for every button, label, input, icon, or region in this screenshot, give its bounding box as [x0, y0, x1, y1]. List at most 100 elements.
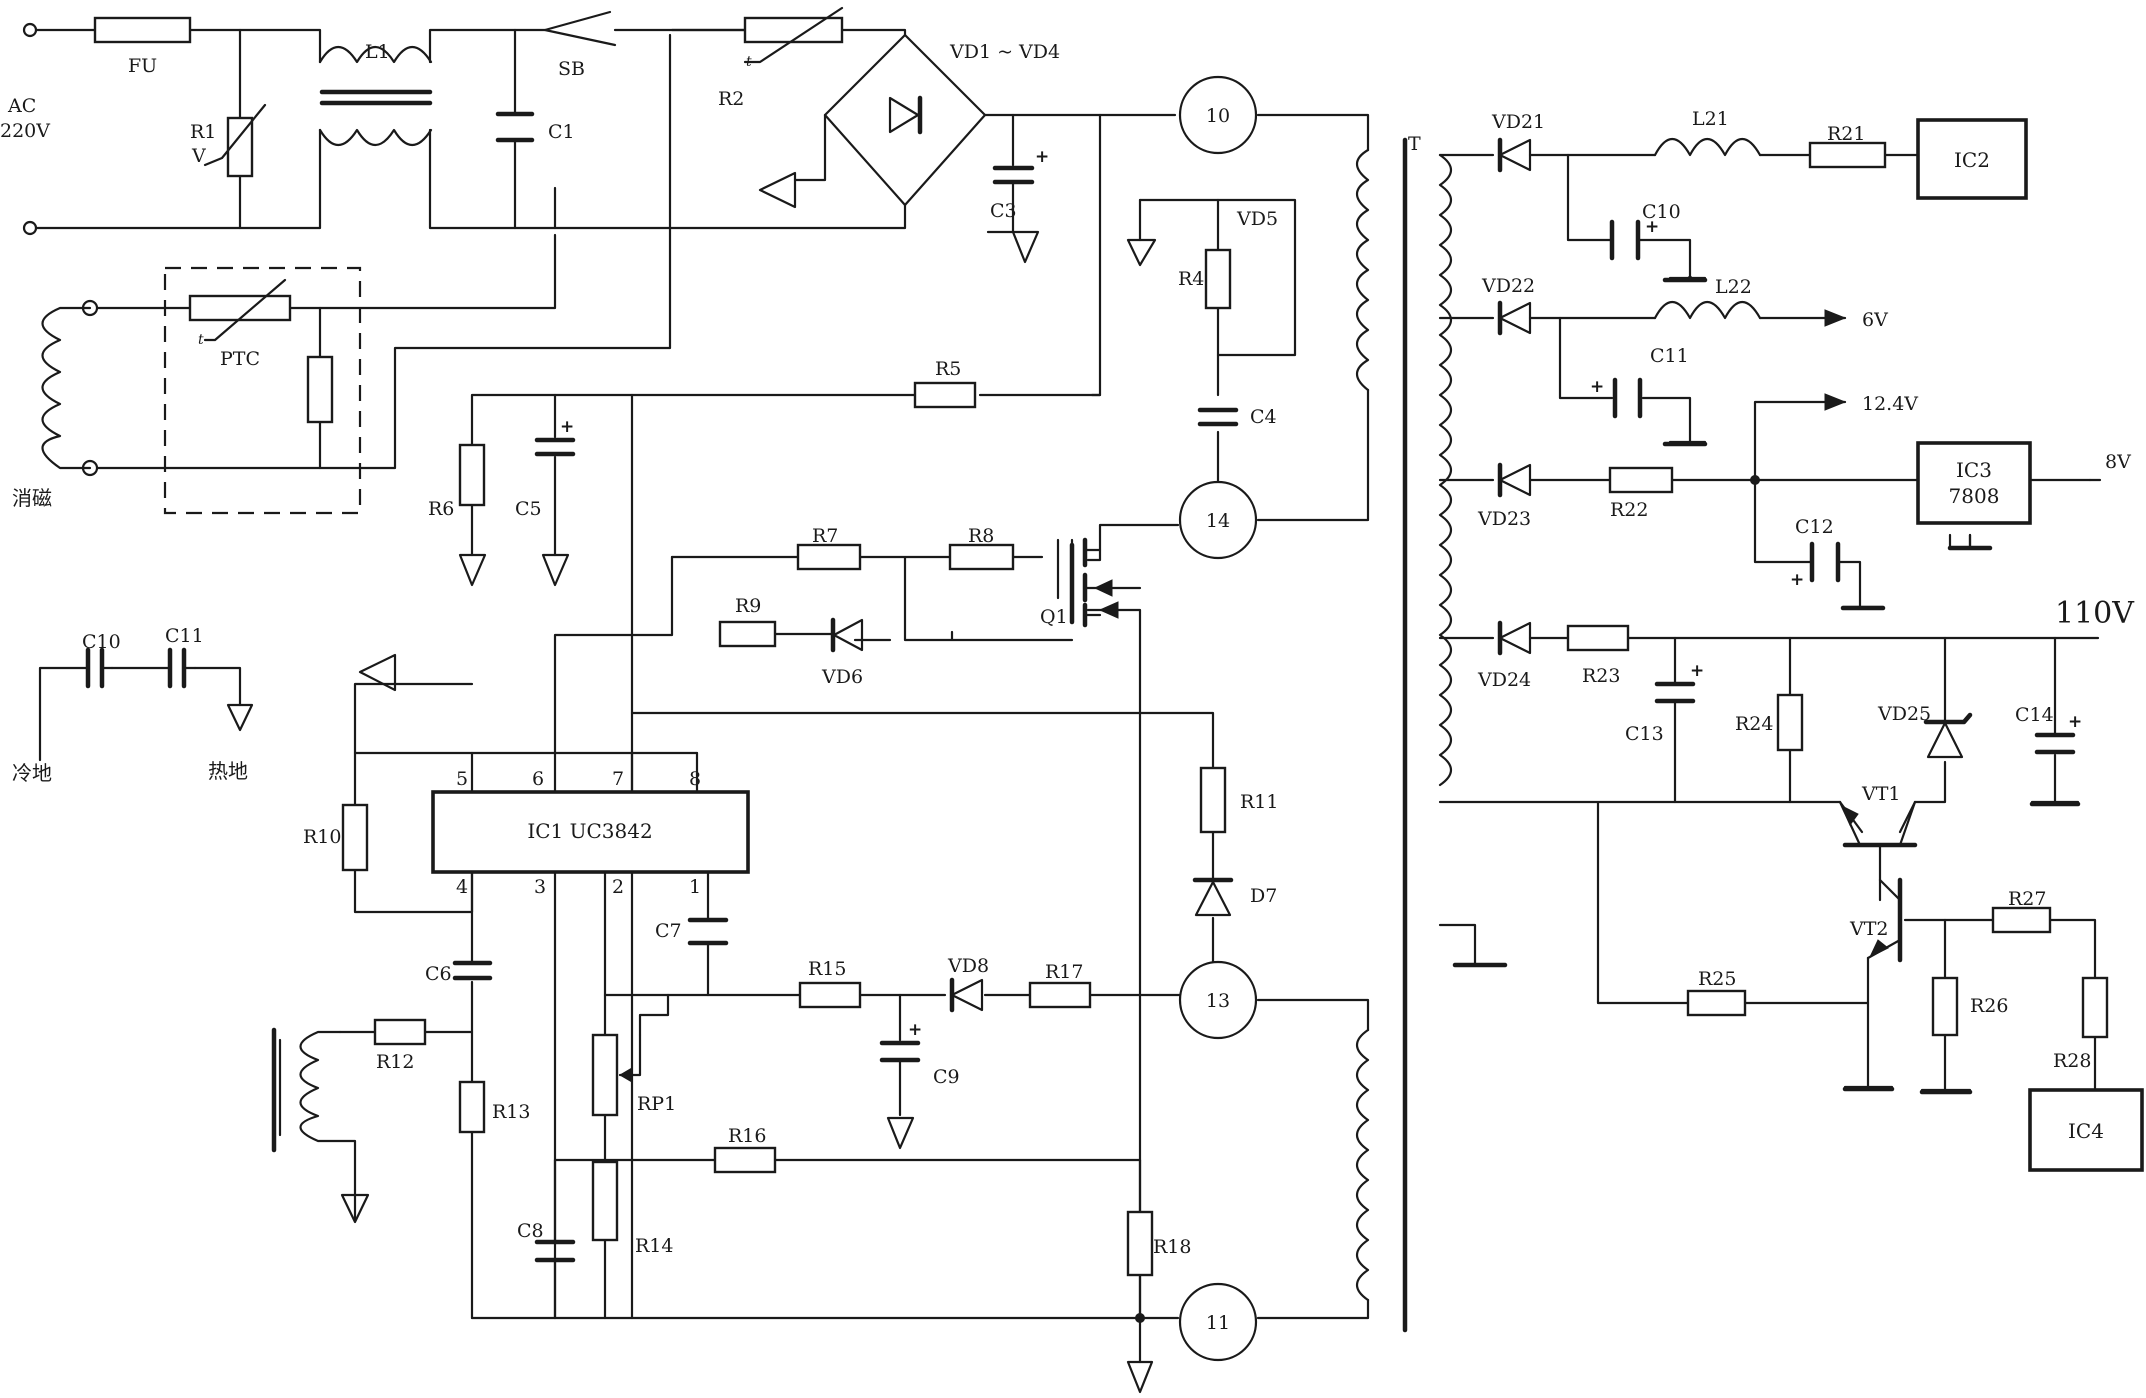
- label-220v: 220V: [0, 120, 50, 142]
- label-D7: D7: [1250, 885, 1277, 907]
- label-SB: SB: [558, 58, 585, 80]
- switch-SB: [543, 10, 612, 32]
- label-C3: C3: [990, 200, 1017, 222]
- label-ac: AC: [7, 95, 36, 117]
- polarity-mark: +: [2068, 712, 2082, 732]
- capacitor-C3: +: [992, 147, 1049, 185]
- label-R4: R4: [1178, 268, 1204, 290]
- arrow-6v: [1824, 309, 1847, 327]
- ic4-box: [2028, 1088, 2144, 1172]
- aux-winding: [271, 1027, 357, 1192]
- label-R13: R13: [492, 1101, 530, 1123]
- label-R23: R23: [1582, 665, 1620, 687]
- capacitor-C4: [1197, 407, 1239, 427]
- label-R1-type: V: [191, 145, 206, 167]
- capacitor-C12: +: [1790, 541, 1841, 590]
- label-R5: R5: [935, 358, 961, 380]
- t-pin-13: 13: [1206, 990, 1230, 1012]
- ptc-degauss-block: [163, 266, 362, 515]
- diode-VD8: [949, 977, 984, 1013]
- resistor-R11: [1199, 766, 1227, 834]
- arrow-12v4: [1824, 393, 1847, 411]
- label-VD23: VD23: [1477, 508, 1531, 530]
- diode-VD23: [1497, 462, 1532, 498]
- diode-VD24: [1497, 620, 1532, 656]
- label-IC1: IC1 UC3842: [527, 819, 652, 843]
- label-C14: C14: [2015, 704, 2054, 726]
- label-C11: C11: [165, 625, 204, 647]
- resistor-R4: [1204, 248, 1232, 310]
- label-RP1: RP1: [637, 1093, 676, 1115]
- bridge-VD1-VD4: [758, 33, 987, 209]
- label-C10-out: C10: [1642, 201, 1681, 223]
- thermistor-R2: [743, 6, 844, 64]
- label-R6: R6: [428, 498, 454, 520]
- capacitor-C5: +: [534, 417, 576, 457]
- resistor-R6: [458, 443, 486, 507]
- degauss-coil: [41, 306, 92, 470]
- capacitor-C9: +: [879, 1020, 922, 1063]
- label-R28: R28: [2053, 1050, 2091, 1072]
- label-C8: C8: [517, 1220, 544, 1242]
- t-pin-10: 10: [1206, 105, 1230, 127]
- resistor-R12: [373, 1018, 427, 1046]
- polarity-mark: +: [1035, 147, 1049, 167]
- label-VT1: VT1: [1861, 783, 1900, 805]
- resistor-R5: [913, 381, 977, 409]
- capacitor-C10-out: +: [1609, 217, 1659, 261]
- label-C9: C9: [933, 1066, 960, 1088]
- label-R15: R15: [808, 958, 846, 980]
- label-L21: L21: [1692, 108, 1729, 130]
- label-PTC-t: t: [198, 332, 204, 348]
- label-IC3-part: 7808: [1949, 484, 2000, 508]
- resistor-R23: [1566, 624, 1630, 652]
- label-IC2: IC2: [1954, 148, 1990, 172]
- label-VD5: VD5: [1236, 208, 1278, 230]
- label-C12: C12: [1795, 516, 1834, 538]
- label-bridge: VD1 ~ VD4: [949, 41, 1060, 63]
- polarity-mark: +: [1690, 661, 1704, 681]
- ic1-pin-8: 8: [689, 768, 701, 790]
- label-C11-out: C11: [1650, 345, 1689, 367]
- polarity-mark: +: [1645, 217, 1659, 237]
- capacitor-C7: [687, 917, 729, 946]
- potentiometer-RP1: [591, 1033, 642, 1117]
- inductor-L1: [318, 45, 433, 147]
- label-R1: R1: [190, 121, 216, 143]
- resistor-R15: [798, 981, 862, 1009]
- label-IC4: IC4: [2068, 1119, 2104, 1143]
- capacitor-C1: [495, 111, 535, 143]
- resistor-R9: [718, 620, 777, 648]
- resistor-R16: [713, 1146, 777, 1174]
- junction-dots: [1135, 475, 1760, 1323]
- label-VD6: VD6: [821, 666, 863, 688]
- capacitor-C6: [452, 960, 493, 981]
- terminals: [22, 22, 99, 477]
- diode-VD6: [773, 617, 864, 653]
- transformer-T: [1355, 137, 1453, 1333]
- label-degauss: 消磁: [12, 486, 52, 510]
- label-VD21: VD21: [1491, 111, 1545, 133]
- polarity-mark: +: [1790, 570, 1804, 590]
- diode-D7: [1192, 877, 1234, 917]
- resistor-R28: [2081, 976, 2109, 1039]
- transistor-VT1: [1838, 800, 1918, 902]
- resistor-R18: [1126, 1210, 1154, 1277]
- label-Q1: Q1: [1040, 606, 1068, 628]
- ic1-pin-7: 7: [612, 768, 624, 790]
- fuse-FU: [93, 16, 192, 44]
- label-R24: R24: [1735, 713, 1773, 735]
- label-VD8: VD8: [947, 955, 989, 977]
- resistor-R26: [1931, 976, 1959, 1037]
- polarity-mark: +: [908, 1020, 922, 1040]
- resistor-R10: [341, 803, 369, 872]
- ic1-pin-5: 5: [456, 768, 468, 790]
- polarity-mark: +: [560, 417, 574, 437]
- labels: AC 220V 消磁 冷地 热地 FU L1 R1 V C1 SB R2 t V…: [0, 41, 2135, 1334]
- label-IC3-name: IC3: [1956, 458, 1992, 482]
- capacitor-C14: +: [2034, 712, 2082, 755]
- label-VT2: VT2: [1849, 918, 1888, 940]
- resistor-R25: [1686, 989, 1747, 1017]
- resistor-R22: [1608, 466, 1674, 494]
